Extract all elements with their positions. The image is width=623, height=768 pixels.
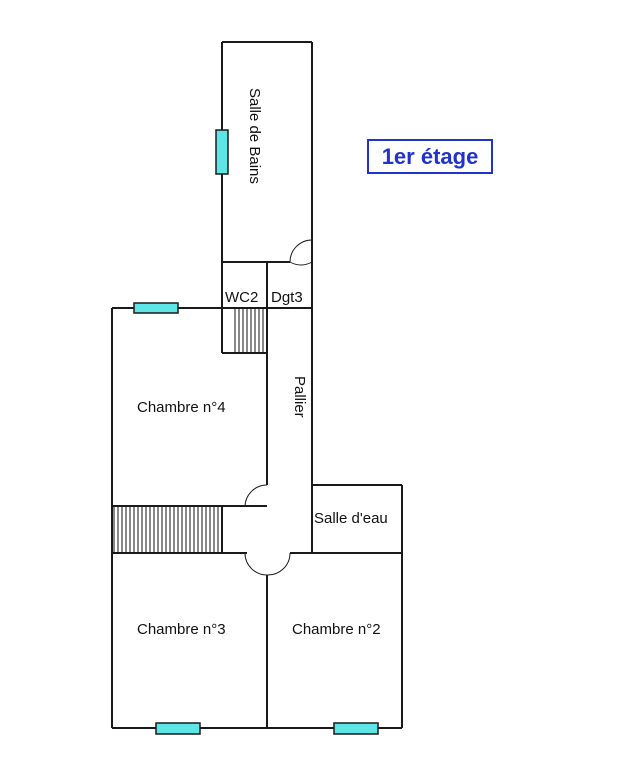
label-shower-room: Salle d'eau: [314, 510, 388, 527]
label-wc: WC2: [225, 289, 258, 306]
label-bedroom3: Chambre n°3: [137, 621, 226, 638]
stair-upper: [234, 308, 264, 353]
door-arcs: [244, 239, 313, 576]
window-bedroom2: [333, 722, 379, 735]
label-bedroom2: Chambre n°2: [292, 621, 381, 638]
label-landing: Pallier: [291, 376, 308, 418]
label-bathroom: Salle de Bains: [246, 88, 263, 184]
label-bedroom4: Chambre n°4: [137, 399, 226, 416]
window-bedroom3: [155, 722, 201, 735]
floor-title: 1er étage: [367, 139, 493, 174]
window-bathroom: [215, 129, 229, 175]
label-storage: Dgt3: [271, 289, 303, 306]
window-bedroom4: [133, 302, 179, 314]
stair-lower: [113, 507, 219, 553]
